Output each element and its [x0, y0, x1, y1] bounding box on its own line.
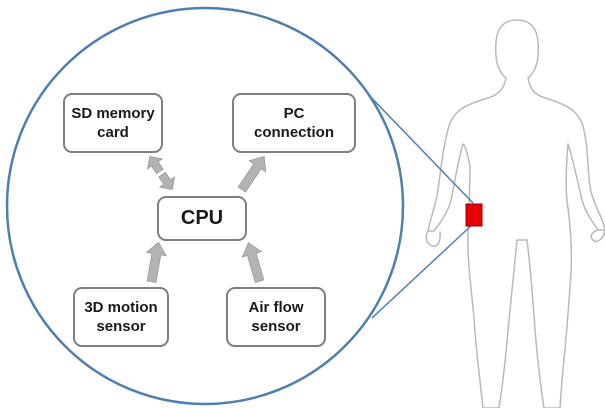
- arrow-motion-to-cpu: [145, 241, 168, 283]
- arrow-airflow-to-cpu: [241, 242, 265, 283]
- connector-line-top: [361, 87, 474, 204]
- device-marker: [465, 203, 483, 227]
- 3d-motion-sensor-box: 3D motion sensor: [73, 287, 169, 347]
- human-body-outline: [425, 19, 605, 408]
- pc-connection-box: PC connection: [232, 93, 356, 153]
- arrow-cpu-sd-card: [146, 155, 176, 191]
- air-flow-sensor-box: Air flow sensor: [226, 287, 326, 347]
- cpu-box: CPU: [157, 196, 247, 241]
- arrow-cpu-to-pc: [237, 155, 267, 193]
- connector-line-bottom: [371, 223, 474, 319]
- sd-memory-card-box: SD memory card: [63, 93, 163, 153]
